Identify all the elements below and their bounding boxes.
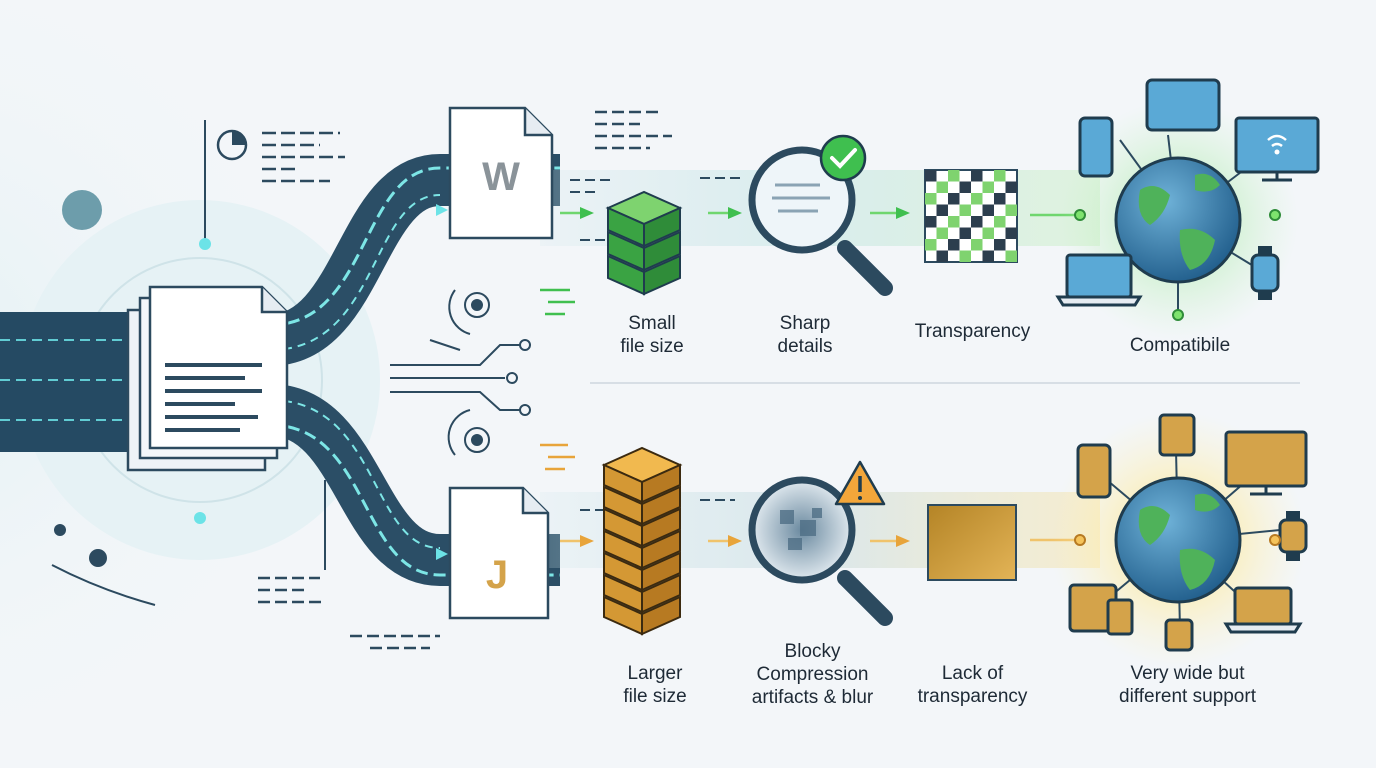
checker-cell	[936, 250, 948, 262]
tablet-icon	[1158, 413, 1196, 457]
tv-icon	[1224, 430, 1308, 496]
checker-cell	[994, 170, 1006, 182]
checker-cell	[959, 250, 971, 262]
label-transparency: Transparency	[914, 321, 1031, 342]
checker-cell	[1005, 181, 1017, 193]
checker-cell	[971, 216, 983, 228]
phone-icon	[1078, 116, 1114, 178]
checker-cell	[948, 193, 960, 205]
checker-cell	[948, 216, 960, 228]
checker-cell	[971, 239, 983, 251]
arrow	[580, 207, 910, 219]
magnifier-icon	[748, 146, 893, 296]
globe-icon	[1114, 476, 1242, 604]
checker-cell	[982, 250, 994, 262]
document-stack-icon	[126, 285, 289, 472]
server-stack-icon	[605, 190, 683, 296]
checker-cell	[982, 204, 994, 216]
checker-cell	[959, 181, 971, 193]
checker-cell	[948, 170, 960, 182]
checker-transparency-icon	[924, 169, 1018, 263]
checker-cell	[925, 170, 937, 182]
checker-cell	[925, 193, 937, 205]
phone-icon	[1076, 443, 1112, 499]
checker-cell	[948, 239, 960, 251]
laptop-icon	[1223, 586, 1303, 634]
arrow	[580, 535, 910, 547]
jpeg-letter: J	[486, 553, 508, 597]
checker-cell	[925, 216, 937, 228]
webp-letter: W	[482, 155, 520, 199]
phone-icon	[1164, 618, 1194, 652]
watch-icon	[1278, 511, 1308, 561]
jpeg-file-icon: J	[448, 486, 550, 620]
label-compatible: Compatibile	[1129, 335, 1231, 356]
magnifier-icon	[748, 476, 893, 626]
checker-cell	[971, 170, 983, 182]
warning-icon	[834, 460, 886, 506]
decor-dot	[62, 190, 102, 230]
checker-cell	[959, 227, 971, 239]
tv-icon	[1234, 116, 1320, 182]
opaque-square-icon	[927, 504, 1017, 581]
checker-cell	[994, 216, 1006, 228]
checker-cell	[971, 193, 983, 205]
checker-cell	[936, 227, 948, 239]
tablet-icon	[1068, 583, 1134, 636]
server-stack-icon	[601, 446, 683, 636]
checker-cell	[982, 227, 994, 239]
checker-cell	[1005, 204, 1017, 216]
checker-cell	[994, 193, 1006, 205]
checker-cell	[994, 239, 1006, 251]
checker-cell	[925, 239, 937, 251]
checker-cell	[982, 181, 994, 193]
checker-cell	[1005, 250, 1017, 262]
checker-cell	[959, 204, 971, 216]
checker-cell	[1005, 227, 1017, 239]
tablet-icon	[1145, 78, 1221, 132]
laptop-icon	[1055, 253, 1143, 307]
pie-chart-icon	[216, 129, 248, 161]
circuit-icon	[390, 289, 531, 456]
checker-cell	[936, 181, 948, 193]
webp-file-icon: W	[448, 106, 554, 240]
globe-icon	[1114, 156, 1242, 284]
checker-cell	[936, 204, 948, 216]
watch-icon	[1250, 246, 1280, 300]
check-badge-icon	[819, 134, 867, 182]
